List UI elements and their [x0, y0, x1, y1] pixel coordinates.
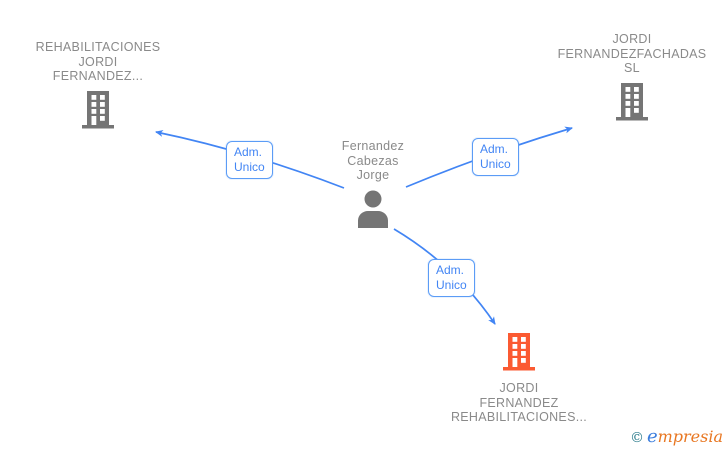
company-node-jordi-fernandez-rehabilitaciones[interactable]: JORDI FERNANDEZ REHABILITACIONES... [424, 331, 614, 425]
brand-initial: e [646, 426, 658, 447]
edge-label-adm-unico-bottom: Adm. Unico [428, 259, 475, 297]
edge-label-adm-unico-right: Adm. Unico [472, 138, 519, 176]
company-node-rehabilitaciones-jordi-fernandez[interactable]: REHABILITACIONES JORDI FERNANDEZ... [3, 40, 193, 134]
person-icon [278, 188, 468, 233]
company-name: JORDI FERNANDEZFACHADAS SL [557, 32, 707, 75]
empresia-logo: ©empresia [630, 426, 723, 447]
edge-label-adm-unico-left: Adm. Unico [226, 141, 273, 179]
copyright-icon: © [629, 430, 644, 446]
brand-name: mpresia [657, 427, 723, 446]
company-node-jordi-fernandezfachadas-sl[interactable]: JORDI FERNANDEZFACHADAS SL [537, 32, 727, 126]
building-icon [424, 331, 614, 376]
person-name: Fernandez Cabezas Jorge [341, 139, 405, 182]
building-icon [537, 81, 727, 126]
company-name: JORDI FERNANDEZ REHABILITACIONES... [450, 381, 588, 424]
company-name: REHABILITACIONES JORDI FERNANDEZ... [35, 40, 161, 83]
building-icon [3, 89, 193, 134]
person-node-fernandez-cabezas-jorge[interactable]: Fernandez Cabezas Jorge [278, 139, 468, 233]
